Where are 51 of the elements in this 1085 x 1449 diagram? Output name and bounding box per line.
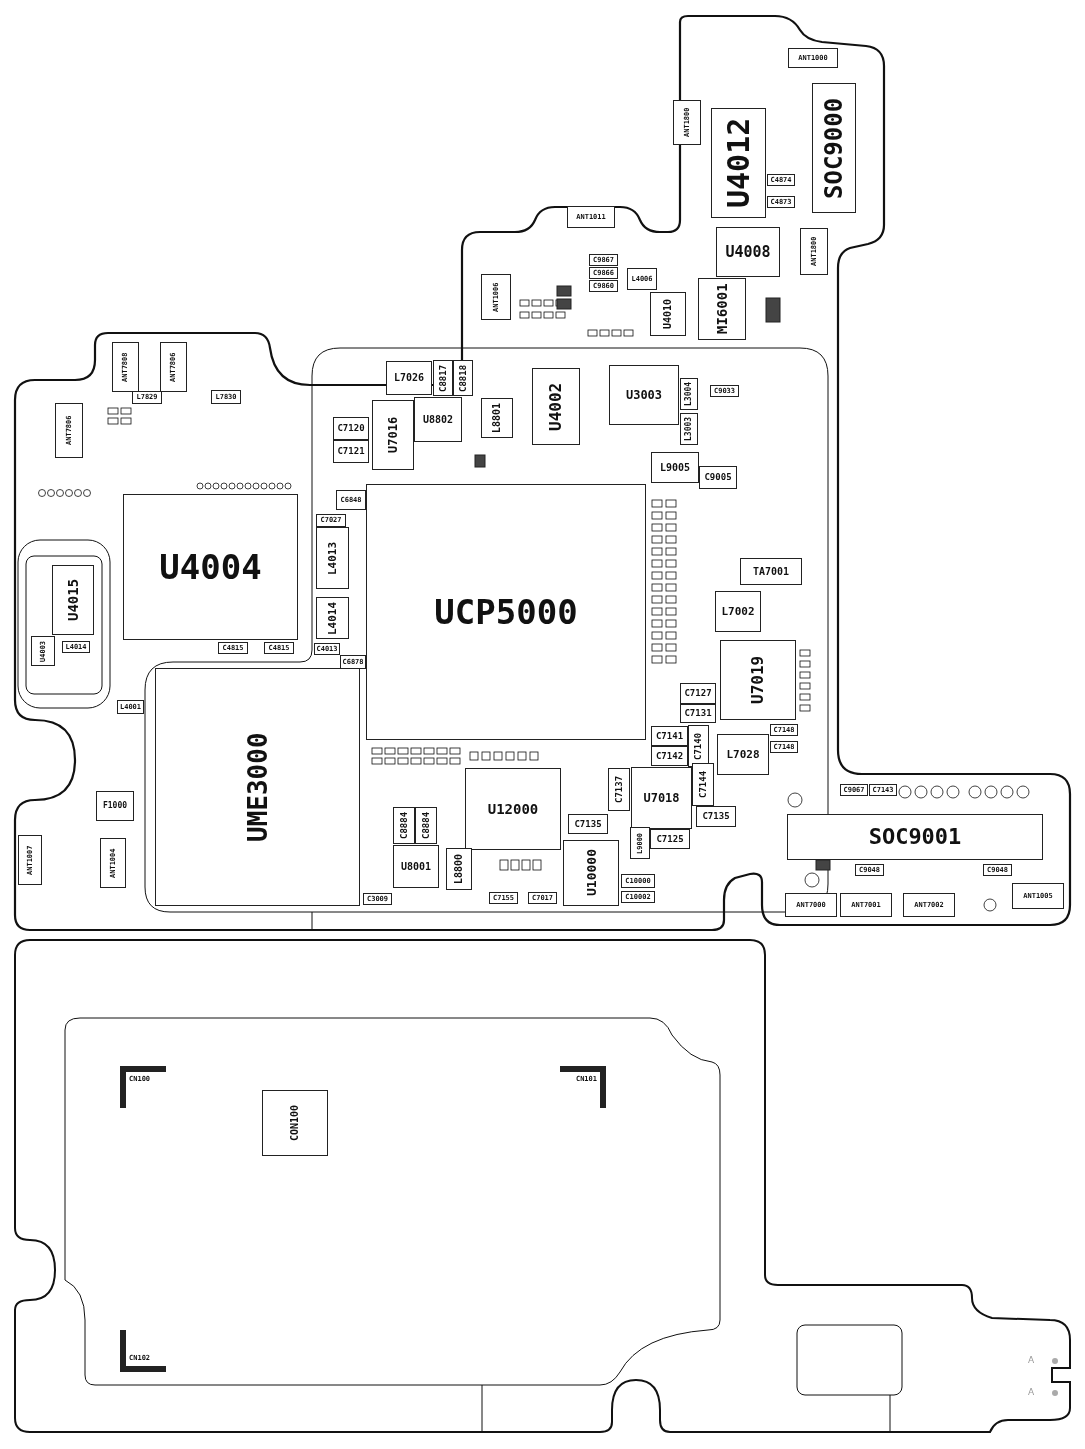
- component-footprint: C8884: [415, 807, 437, 844]
- component-footprint: SOC9001: [787, 814, 1043, 860]
- component-footprint: U4010: [650, 292, 686, 336]
- component-footprint: U7016: [372, 400, 414, 470]
- component-footprint: C7135: [568, 814, 608, 834]
- component-footprint: U4008: [716, 227, 780, 277]
- component-footprint: C7125: [650, 829, 690, 849]
- component-footprint: C8817: [433, 360, 453, 396]
- component-footprint: L4014: [316, 597, 349, 639]
- component-footprint: L7026: [386, 361, 432, 395]
- component-footprint: C7141: [651, 726, 688, 746]
- component-footprint: C7120: [333, 417, 369, 440]
- component-footprint: UCP5000: [366, 484, 646, 740]
- pad-label: A: [1028, 1387, 1035, 1397]
- component-footprint: L7002: [715, 591, 761, 632]
- component-footprint: TA7001: [740, 558, 802, 585]
- component-footprint: U12000: [465, 768, 561, 850]
- component-footprint: U4015: [52, 565, 94, 635]
- pad-label: A: [1028, 1355, 1035, 1365]
- component-footprint: C8818: [453, 360, 473, 396]
- component-footprint: C7127: [680, 683, 716, 704]
- component-footprint: C7144: [692, 763, 714, 806]
- component-footprint: C7121: [333, 440, 369, 463]
- component-footprint: U4004: [123, 494, 298, 640]
- component-footprint: C7131: [680, 704, 716, 723]
- component-footprint: C7137: [608, 768, 630, 811]
- component-footprint: L7028: [717, 734, 769, 775]
- component-footprint: SOC9000: [812, 83, 856, 213]
- component-footprint: C7142: [651, 746, 688, 766]
- component-footprint: U4012: [711, 108, 766, 218]
- component-footprint: U8802: [414, 397, 462, 442]
- component-footprint: MI6001: [698, 278, 746, 340]
- component-footprint: L9005: [651, 452, 699, 483]
- component-footprint: U3003: [609, 365, 679, 425]
- component-footprint: C7135: [696, 806, 736, 827]
- component-footprint: C8884: [393, 807, 415, 844]
- component-footprint: CON100: [262, 1090, 328, 1156]
- component-footprint: C9005: [699, 466, 737, 489]
- component-footprint: U7018: [631, 767, 692, 829]
- component-footprint: F1000: [96, 791, 134, 821]
- component-footprint: L3003: [680, 413, 698, 445]
- component-footprint: L8801: [481, 398, 513, 438]
- component-footprint: L4013: [316, 527, 349, 589]
- component-footprint: L3004: [680, 378, 698, 410]
- component-footprint: U4002: [532, 368, 580, 445]
- component-footprint: U8001: [393, 845, 439, 888]
- component-footprint: L8800: [446, 848, 472, 890]
- component-footprint: U7019: [720, 640, 796, 720]
- component-footprint: UME3000: [155, 668, 360, 906]
- component-footprint: U10000: [563, 840, 619, 906]
- component-footprint: C7140: [688, 725, 709, 767]
